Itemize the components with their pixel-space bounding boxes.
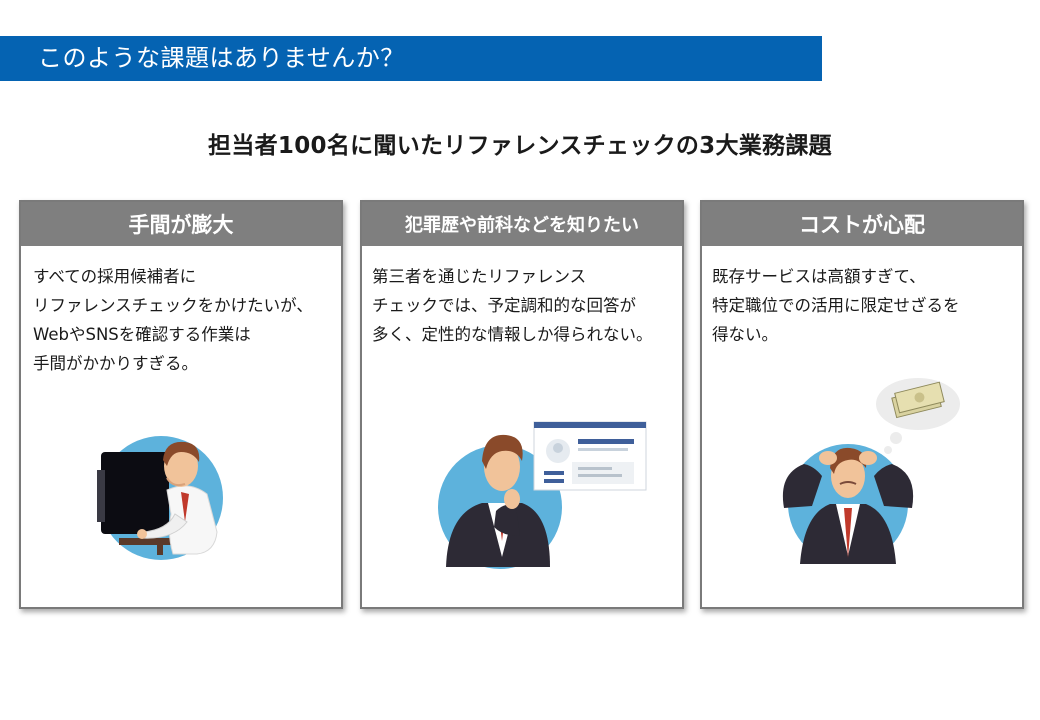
card-text-line: WebやSNSを確認する作業は <box>33 325 251 344</box>
issue-card-cost: コストが心配 既存サービスは高額すぎて、 特定職位での活用に限定せざるを 得ない… <box>700 200 1024 609</box>
subtitle: 担当者100名に聞いたリファレンスチェックの3大業務課題 <box>208 133 832 159</box>
card-text: 既存サービスは高額すぎて、 特定職位での活用に限定せざるを 得ない。 <box>702 246 1022 349</box>
card-text-line: チェックでは、予定調和的な回答が <box>372 296 636 315</box>
card-text-line: 既存サービスは高額すぎて、 <box>712 267 926 286</box>
issue-card-workload: 手間が膨大 すべての採用候補者に リファレンスチェックをかけたいが、 WebやS… <box>19 200 343 609</box>
card-text-line: 得ない。 <box>712 325 778 344</box>
page-title: このような課題はありませんか？ <box>38 44 405 72</box>
card-text: 第三者を通じたリファレンス チェックでは、予定調和的な回答が 多く、定性的な情報… <box>362 246 682 349</box>
man-at-computer-icon <box>97 436 223 560</box>
card-text-line: すべての採用候補者に <box>33 267 197 286</box>
card-text-line: 第三者を通じたリファレンス <box>372 267 587 286</box>
card-text-line: 手間がかかりすぎる。 <box>33 354 198 373</box>
card-text-line: 多く、定性的な情報しか得られない。 <box>372 325 653 344</box>
thinking-man-profile-icon <box>438 421 647 569</box>
card-title: コストが心配 <box>702 202 1022 246</box>
card-text-line: リファレンスチェックをかけたいが、 <box>33 296 313 315</box>
card-text: すべての採用候補者に リファレンスチェックをかけたいが、 WebやSNSを確認す… <box>21 246 341 378</box>
header-bar: このような課題はありませんか？ <box>0 36 822 81</box>
issue-card-criminal-record: 犯罪歴や前科などを知りたい 第三者を通じたリファレンス チェックでは、予定調和的… <box>360 200 684 609</box>
worried-man-money-icon <box>782 378 960 564</box>
card-text-line: 特定職位での活用に限定せざるを <box>712 296 960 315</box>
card-title: 犯罪歴や前科などを知りたい <box>362 202 682 246</box>
card-title: 手間が膨大 <box>21 202 341 246</box>
